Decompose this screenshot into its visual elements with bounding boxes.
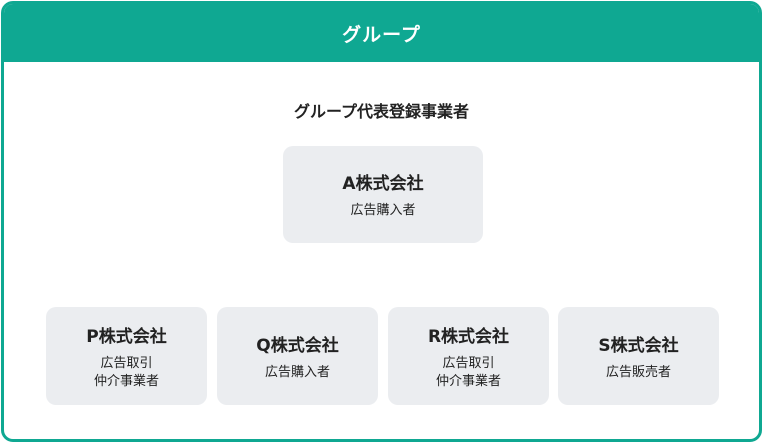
group-header: グループ	[4, 4, 759, 62]
company-role: 広告取引 仲介事業者	[436, 355, 501, 391]
company-role-line: 広告取引	[442, 355, 495, 371]
company-name: Q株式会社	[256, 335, 339, 356]
company-name: R株式会社	[427, 326, 510, 347]
root-company-card: A株式会社 広告購入者	[283, 146, 483, 243]
company-role-line: 広告販売者	[605, 364, 671, 380]
company-card-q: Q株式会社 広告購入者	[217, 307, 378, 405]
company-role-line: 仲介事業者	[435, 373, 501, 389]
company-role: 広告取引 仲介事業者	[94, 355, 159, 391]
company-card-p: P株式会社 広告取引 仲介事業者	[46, 307, 207, 405]
company-role: 広告購入者	[265, 364, 330, 382]
company-role-line: 広告購入者	[264, 364, 330, 380]
company-role-line: 広告取引	[100, 355, 153, 371]
company-name: A株式会社	[342, 174, 424, 194]
company-name: P株式会社	[86, 326, 167, 347]
company-role: 広告販売者	[606, 364, 671, 382]
company-role: 広告購入者	[350, 202, 415, 220]
company-card-r: R株式会社 広告取引 仲介事業者	[388, 307, 549, 405]
company-name: S株式会社	[598, 335, 679, 356]
group-representative-label: グループ代表登録事業者	[293, 102, 470, 121]
company-card-s: S株式会社 広告販売者	[558, 307, 719, 405]
company-role-line: 仲介事業者	[93, 373, 159, 389]
company-role-line: 広告購入者	[350, 203, 416, 218]
